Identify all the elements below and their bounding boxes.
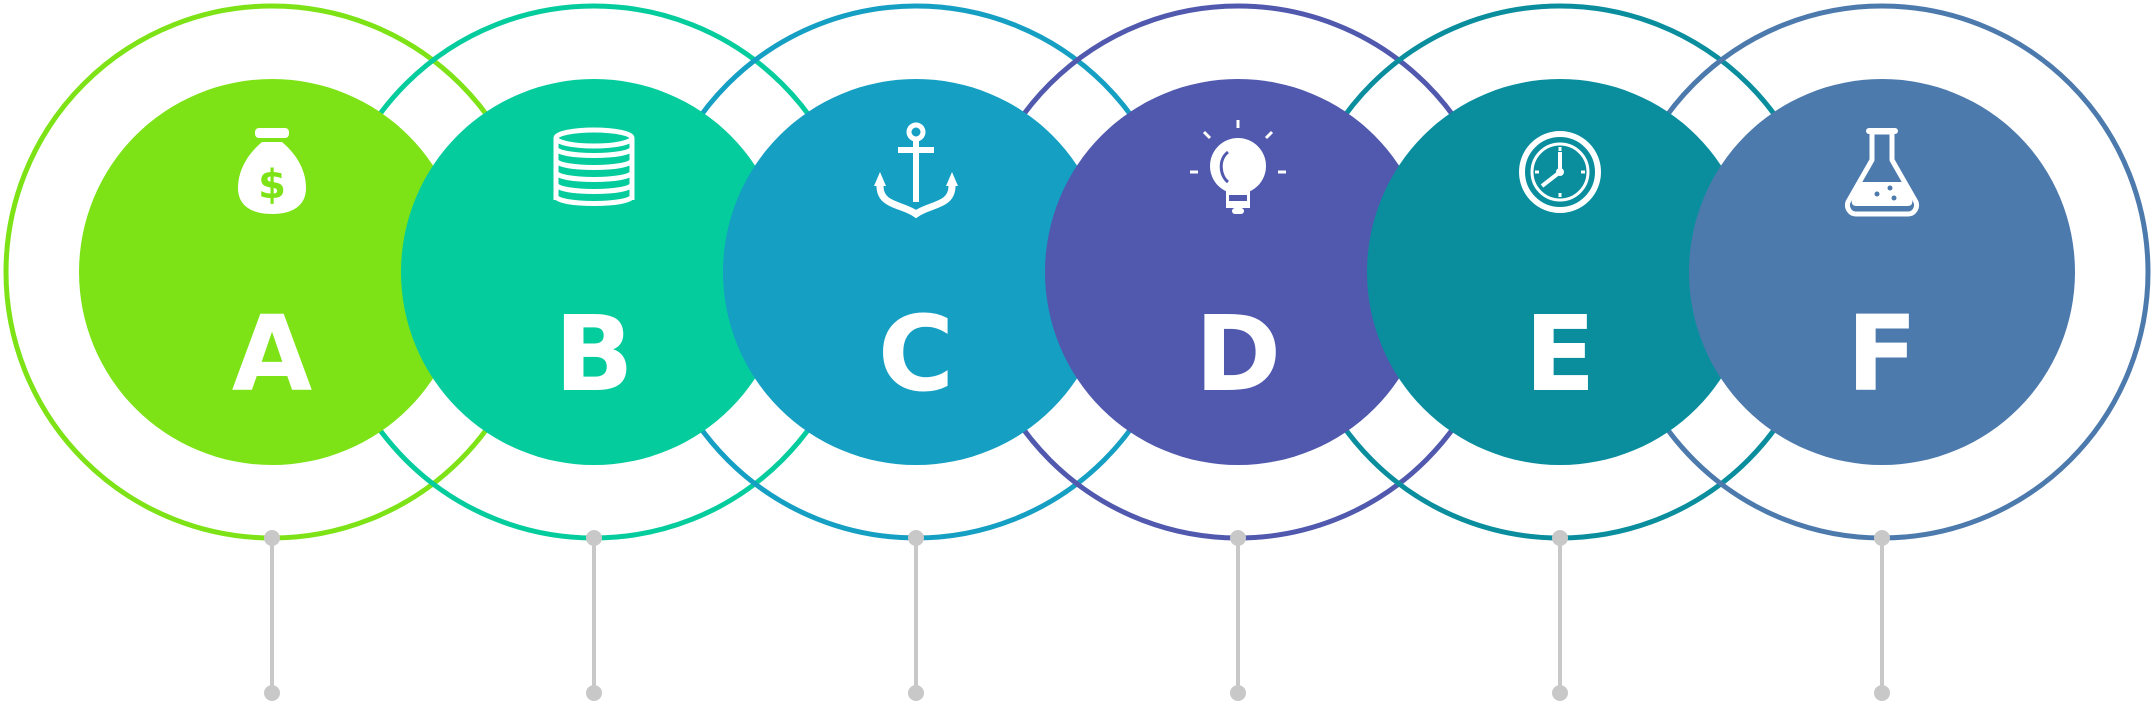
step-letter: F bbox=[1846, 293, 1917, 415]
connector-dot bbox=[908, 530, 924, 546]
step-discs: A B C D E F bbox=[79, 79, 2075, 465]
step-letter: D bbox=[1195, 293, 1281, 415]
connector-dot bbox=[1874, 685, 1890, 701]
step-disc bbox=[401, 79, 787, 465]
step-disc bbox=[1689, 79, 2075, 465]
step-disc bbox=[79, 79, 465, 465]
connector-dot bbox=[1552, 530, 1568, 546]
step-letter: B bbox=[554, 293, 633, 415]
step-letter: E bbox=[1524, 293, 1595, 415]
connector-dot bbox=[586, 530, 602, 546]
clock-icon bbox=[1522, 134, 1598, 210]
step-f: F bbox=[1689, 79, 2075, 465]
connector-dot bbox=[1874, 530, 1890, 546]
step-c: C bbox=[723, 79, 1142, 465]
step-letter: A bbox=[232, 293, 313, 415]
step-disc bbox=[723, 79, 1109, 465]
connector-dot bbox=[908, 685, 924, 701]
connectors bbox=[264, 530, 1890, 701]
connector-pin bbox=[586, 530, 602, 701]
connector-pin bbox=[908, 530, 924, 701]
connector-pin bbox=[1552, 530, 1568, 701]
connector-pin bbox=[264, 530, 280, 701]
connector-dot bbox=[1230, 685, 1246, 701]
connector-dot bbox=[1230, 530, 1246, 546]
connector-pin bbox=[1230, 530, 1246, 701]
step-disc bbox=[1045, 79, 1431, 465]
step-disc bbox=[1367, 79, 1753, 465]
connector-dot bbox=[1552, 685, 1568, 701]
connector-dot bbox=[264, 685, 280, 701]
connector-pin bbox=[1874, 530, 1890, 701]
connector-dot bbox=[586, 685, 602, 701]
connector-dot bbox=[264, 530, 280, 546]
step-letter: C bbox=[878, 293, 954, 415]
